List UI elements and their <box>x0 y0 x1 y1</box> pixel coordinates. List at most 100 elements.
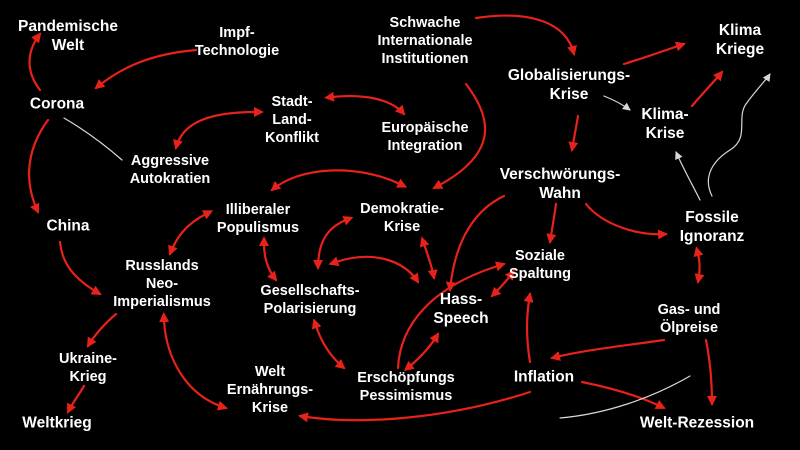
node-hass-speech: Hass- Speech <box>433 290 488 328</box>
node-line: Aggressive <box>130 153 210 169</box>
node-line: Ignoranz <box>679 228 745 245</box>
edge-verschwoerung-spaltung <box>546 202 558 244</box>
node-line: Weltkrieg <box>22 414 92 432</box>
edge-russland-ernaehrung <box>159 312 228 411</box>
edge-verschwoerung-hass <box>445 194 506 292</box>
edge-impf-corona <box>94 48 198 90</box>
node-globalisierungs-krise: Globalisierungs- Krise <box>508 66 630 104</box>
node-klima-kriege: Klima Kriege <box>716 21 764 59</box>
node-line: Hass- <box>439 291 483 308</box>
node-line: Illiberaler <box>225 202 291 218</box>
edge-verschwoerung-fossil <box>584 202 668 240</box>
node-line: Krise <box>549 86 589 103</box>
node-line: Institutionen <box>381 51 469 67</box>
edge-china-russland <box>58 240 102 296</box>
node-line: Impf- <box>219 25 255 41</box>
node-line: Gas- und <box>657 302 721 318</box>
node-line: Land- <box>272 112 312 128</box>
node-line: Corona <box>29 95 85 113</box>
node-line: Welt-Rezession <box>639 414 755 432</box>
node-line: Neo- <box>145 276 179 292</box>
edge-institutionen-global <box>474 14 577 56</box>
node-line: Stadt- <box>271 94 313 110</box>
decorative-wavy-line <box>707 73 771 197</box>
edge-gas-rezession <box>704 338 717 406</box>
node-line: Gesellschafts- <box>260 283 360 299</box>
node-line: Konflikt <box>265 130 319 146</box>
edge-institutionen-demokratie <box>432 82 487 190</box>
node-line: Kriege <box>715 41 765 58</box>
node-illiberaler-populismus: Illiberaler Populismus <box>217 201 299 237</box>
node-weltkrieg: Weltkrieg <box>22 414 92 433</box>
node-impf-technologie: Impf- Technologie <box>195 24 279 60</box>
node-line: Inflation <box>513 368 575 386</box>
node-europaeische-integration: Europäische Integration <box>381 119 468 155</box>
edge-inflation-ernaehrung <box>298 390 532 423</box>
node-line: Welt <box>51 37 85 54</box>
edge-demokratie-hass <box>419 236 438 280</box>
node-line: Krise <box>251 400 289 416</box>
node-line: Speech <box>433 310 489 327</box>
node-line: Autokratien <box>129 171 211 187</box>
edge-corona-autokratien <box>63 117 123 161</box>
node-line: Soziale <box>515 248 565 264</box>
node-stadt-land-konflikt: Stadt- Land- Konflikt <box>265 93 319 147</box>
node-line: Internationale <box>377 33 473 49</box>
node-line: Wahn <box>539 185 581 202</box>
edge-spaltung-hass <box>490 269 515 298</box>
node-line: Fossile <box>685 209 739 226</box>
edge-global-klimakriege <box>622 41 686 66</box>
node-line: Ukraine- <box>58 351 118 367</box>
node-line: Pessimismus <box>359 388 453 404</box>
node-gesellschafts-polarisierung: Gesellschafts- Polarisierung <box>260 282 359 318</box>
edge-stadtland-autokratien <box>173 107 264 150</box>
edge-erschoepfung-spaltung <box>396 261 506 370</box>
node-soziale-spaltung: Soziale Spaltung <box>509 247 571 283</box>
node-klima-krise: Klima- Krise <box>641 105 688 143</box>
edge-ukraine-weltkrieg <box>66 384 86 414</box>
node-line: Populismus <box>216 220 300 236</box>
edge-illiberal-russland <box>168 210 214 256</box>
edge-fossil-gas <box>693 246 705 284</box>
node-line: Integration <box>387 138 463 154</box>
edge-klimakrise-klimakriege <box>690 70 724 108</box>
node-line: Ölpreise <box>659 320 719 336</box>
node-welt-ernaehrungs-krise: Welt Ernährungs- Krise <box>227 363 313 417</box>
node-line: Europäische <box>381 120 469 136</box>
node-line: Verschwörungs- <box>499 166 621 183</box>
edge-gesellschaft-hass <box>328 255 420 284</box>
edge-erschoepfung-hass <box>403 332 440 372</box>
node-line: Klima <box>718 22 762 39</box>
edge-gas-inflation <box>550 338 666 361</box>
edge-russland-ukraine <box>86 312 118 348</box>
node-line: Krieg <box>69 369 107 385</box>
edge-corona-pandemie <box>28 32 42 92</box>
node-pandemische-welt: Pandemische Welt <box>18 17 118 55</box>
node-erschoepfungs-pessimismus: Erschöpfungs Pessimismus <box>357 369 454 405</box>
edge-rezession-curve <box>559 375 691 419</box>
node-gas-und-oelpreise: Gas- und Ölpreise <box>658 301 721 337</box>
node-corona: Corona <box>30 95 84 114</box>
edge-fossil-klimakrise <box>675 151 701 201</box>
edge-illiberal-gesellschaft <box>259 236 278 282</box>
node-ukraine-krieg: Ukraine- Krieg <box>59 350 117 386</box>
node-line: Pandemische <box>18 18 118 35</box>
edge-stadtland-europa <box>324 91 406 116</box>
edge-global-verschwoerung <box>568 114 580 152</box>
node-line: Krise <box>383 219 421 235</box>
node-line: Klima- <box>641 106 689 123</box>
node-line: Welt <box>254 364 286 380</box>
edge-global-klimakrise <box>603 95 631 111</box>
node-fossile-ignoranz: Fossile Ignoranz <box>680 208 745 246</box>
node-china: China <box>46 217 89 236</box>
node-line: Globalisierungs- <box>507 67 631 84</box>
node-demokratie-krise: Demokratie- Krise <box>360 200 444 236</box>
node-aggressive-autokratien: Aggressive Autokratien <box>130 152 211 188</box>
node-russlands-neo-imperialismus: Russlands Neo- Imperialismus <box>113 257 211 311</box>
node-line: Demokratie- <box>360 201 444 217</box>
node-line: Schwache <box>389 15 461 31</box>
node-welt-rezession: Welt-Rezession <box>640 414 754 433</box>
node-line: Polarisierung <box>263 301 357 317</box>
